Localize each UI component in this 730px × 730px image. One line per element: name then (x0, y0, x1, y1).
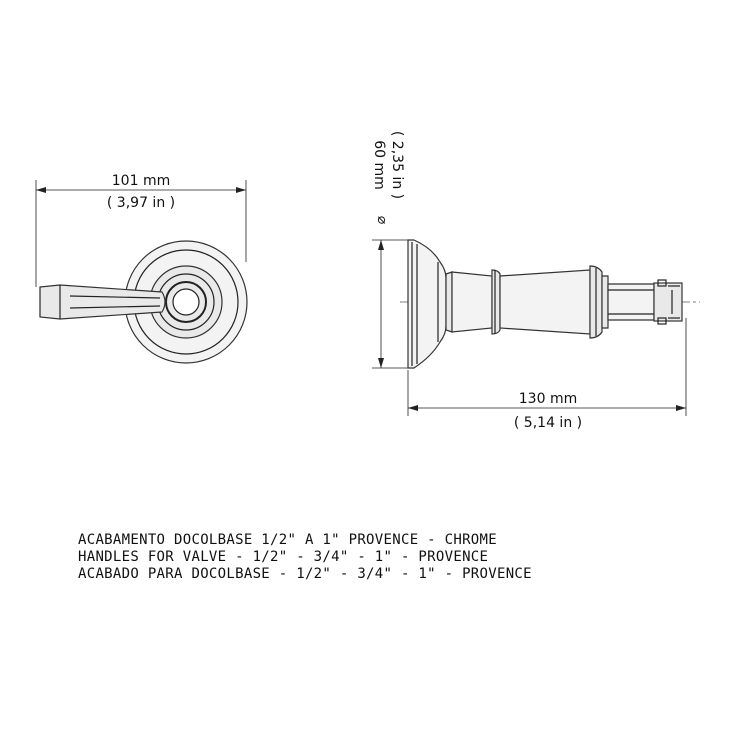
base-flange (407, 239, 447, 369)
diameter-mm-label: 60 mm (371, 140, 387, 190)
width-dimension: 101 mm ( 3,97 in ) (35, 173, 247, 287)
caption-line-3: ACABADO PARA DOCOLBASE - 1/2" - 3/4" - 1… (78, 566, 532, 582)
length-dimension: 130 mm ( 5,14 in ) (407, 318, 687, 431)
front-view: 101 mm ( 3,97 in ) (35, 173, 248, 364)
diameter-symbol: ⌀ (373, 215, 389, 224)
caption-line-1: ACABAMENTO DOCOLBASE 1/2" A 1" PROVENCE … (78, 532, 497, 548)
lever-handle (39, 284, 166, 320)
handle-body (451, 271, 493, 333)
diameter-in-label: ( 2,35 in ) (389, 131, 405, 199)
splined-end (653, 279, 683, 325)
length-in-label: ( 5,14 in ) (514, 415, 582, 431)
diameter-dimension: ⌀ 60 mm ( 2,35 in ) (371, 131, 412, 369)
caption: ACABAMENTO DOCOLBASE 1/2" A 1" PROVENCE … (78, 532, 532, 582)
width-in-label: ( 3,97 in ) (107, 195, 175, 211)
width-mm-label: 101 mm (112, 173, 170, 189)
caption-line-2: HANDLES FOR VALVE - 1/2" - 3/4" - 1" - P… (78, 549, 488, 565)
side-view: ⌀ 60 mm ( 2,35 in ) (371, 131, 700, 431)
length-mm-label: 130 mm (519, 391, 577, 407)
